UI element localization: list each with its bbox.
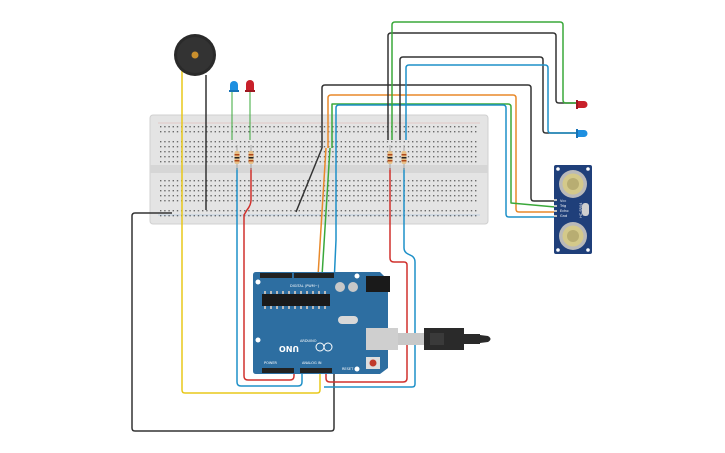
- wire-right-black: [387, 32, 578, 140]
- arduino-brand: ARDUINO: [300, 339, 317, 343]
- wire-red-led-signal: [243, 168, 295, 381]
- wire-right-blue-down: [324, 168, 416, 388]
- power-jack: [366, 276, 390, 292]
- sensor-pin-gnd: Gnd: [560, 214, 567, 218]
- transducer-bottom: [559, 222, 587, 250]
- digital-header-label: DIGITAL (PWM~): [290, 284, 320, 288]
- wire-sensor-echo: [327, 94, 555, 213]
- breadboard-holes: [160, 126, 477, 217]
- sensor-pins: [554, 199, 557, 217]
- reset-label: RESET: [342, 367, 354, 371]
- wire-sensor-gnd: [321, 84, 555, 202]
- piezo-buzzer[interactable]: [174, 34, 216, 76]
- power-header: [262, 368, 294, 373]
- digital-header-2: [294, 273, 334, 278]
- wire-right-green: [391, 21, 578, 140]
- crystal: [338, 316, 358, 324]
- arduino-logo-icon: [315, 342, 333, 352]
- transducer-top: [559, 170, 587, 198]
- blue-led-right[interactable]: [576, 129, 588, 138]
- wire-jumper-diagonal: [295, 147, 323, 213]
- capacitor-1: [335, 282, 345, 292]
- wire-right-red: [325, 168, 408, 383]
- resistor-1: [234, 145, 240, 170]
- arduino-uno[interactable]: DIGITAL (PWM~) RESET UNO ARDUINO: [253, 272, 398, 374]
- wire-right-blue: [405, 64, 578, 140]
- red-led-right[interactable]: [576, 100, 588, 109]
- sensor-model-label: HC-SR04: [579, 202, 583, 218]
- digital-header-1: [260, 273, 292, 278]
- sensor-pin-trig: Trig: [559, 204, 566, 208]
- sensor-pin-vcc: Vcc: [560, 199, 566, 203]
- capacitor-2: [348, 282, 358, 292]
- analog-header: [300, 368, 332, 373]
- wire-right-black-2: [399, 56, 578, 140]
- resistors[interactable]: [234, 145, 407, 170]
- uno-label: UNO: [279, 344, 299, 353]
- sensor-pin-echo: Echo: [560, 209, 569, 213]
- wire-sensor-vcc: [335, 104, 555, 218]
- usb-port: [366, 328, 398, 350]
- power-header-label: POWER: [264, 361, 278, 365]
- wire-buzzer-signal: [181, 70, 321, 394]
- blue-led[interactable]: [229, 81, 239, 92]
- wire-blue-led-signal: [236, 168, 303, 387]
- wire-sensor-trig: [331, 103, 556, 208]
- resistor-3: [387, 145, 393, 170]
- ultrasonic-sensor[interactable]: Vcc Trig Echo Gnd HC-SR04: [554, 165, 592, 254]
- resistor-4: [401, 145, 407, 170]
- chip-pins: [264, 291, 326, 309]
- usb-cable[interactable]: [398, 328, 491, 350]
- analog-header-label: ANALOG IN: [302, 361, 322, 365]
- breadboard[interactable]: [149, 114, 489, 225]
- resistor-2: [248, 145, 254, 170]
- red-led[interactable]: [245, 80, 255, 92]
- wire-ground-left: [131, 212, 335, 432]
- atmega-chip: [262, 294, 330, 306]
